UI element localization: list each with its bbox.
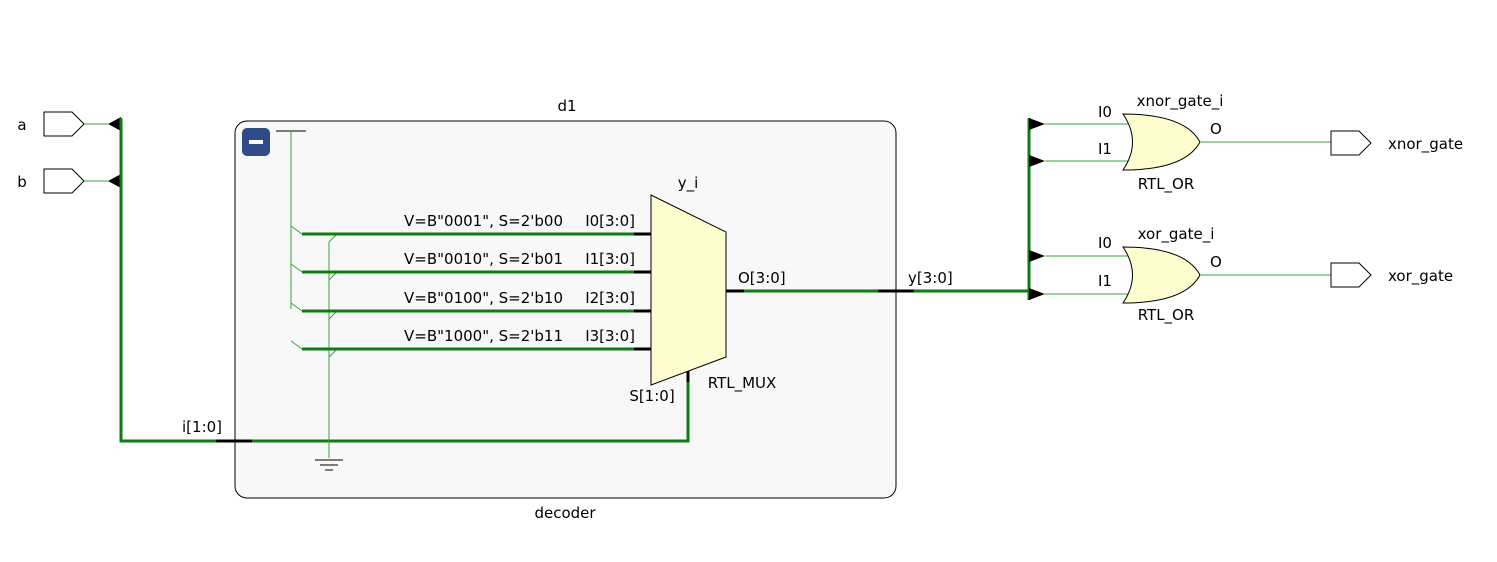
- const-label-3: V=B"1000", S=2'b11: [404, 327, 563, 345]
- ripper-xnor-i0: [1029, 118, 1045, 130]
- mux-pin-label-i1: I1[3:0]: [585, 250, 635, 268]
- ground-branches: [328, 233, 338, 358]
- mux-type-label: RTL_MUX: [708, 374, 777, 393]
- xor-pin-o: O: [1210, 253, 1222, 271]
- ripper-xor-i1: [1029, 288, 1045, 300]
- mux-pin-label-i3: I3[3:0]: [585, 327, 635, 345]
- bus-i[interactable]: [119, 118, 690, 443]
- input-port-b[interactable]: b: [17, 168, 85, 194]
- xnor-type-label: RTL_OR: [1138, 175, 1195, 194]
- hier-module-label: decoder: [534, 504, 596, 522]
- or-gate-xor_gate_i[interactable]: [1122, 246, 1201, 304]
- mux-instance-label: y_i: [678, 174, 699, 193]
- input-port-a-label: a: [17, 116, 26, 134]
- const-label-0: V=B"0001", S=2'b00: [404, 212, 563, 230]
- output-port-xnor_gate-label: xnor_gate: [1388, 135, 1463, 154]
- xor-pin-i0: I0: [1098, 234, 1112, 252]
- bus-i-label: i[1:0]: [182, 418, 222, 436]
- ground-icon: [315, 459, 343, 471]
- ripper-a: [108, 117, 121, 131]
- output-port-xor_gate-label: xor_gate: [1388, 267, 1453, 286]
- const-source-branches: [290, 225, 303, 350]
- mux-pin-label-i0: I0[3:0]: [585, 212, 635, 230]
- or-gate-xnor_gate_i[interactable]: [1122, 113, 1201, 171]
- xor-instance-label: xor_gate_i: [1138, 225, 1215, 244]
- const-label-2: V=B"0100", S=2'b10: [404, 289, 563, 307]
- ripper-xnor-i1: [1029, 155, 1045, 167]
- bus-y-label: y[3:0]: [908, 269, 953, 287]
- mux-pin-label-i2: I2[3:0]: [585, 289, 635, 307]
- collapse-button[interactable]: [242, 128, 270, 156]
- output-port-xnor_gate[interactable]: xnor_gate: [1330, 130, 1463, 156]
- ripper-b: [108, 174, 121, 188]
- mux-pin-label-sel: S[1:0]: [629, 387, 674, 405]
- xor-pin-i1: I1: [1098, 272, 1112, 290]
- mux-cell-y_i[interactable]: [650, 194, 727, 386]
- mux-pin-label-out: O[3:0]: [738, 269, 786, 287]
- output-port-xor_gate[interactable]: xor_gate: [1330, 262, 1453, 288]
- hier-instance-label: d1: [557, 97, 576, 115]
- minus-icon: [249, 140, 263, 144]
- ripper-xor-i0: [1029, 250, 1045, 262]
- xnor-pin-i1: I1: [1098, 140, 1112, 158]
- input-port-b-label: b: [17, 173, 27, 191]
- xnor-instance-label: xnor_gate_i: [1137, 92, 1224, 111]
- xor-type-label: RTL_OR: [1138, 306, 1195, 325]
- const-label-1: V=B"0010", S=2'b01: [404, 250, 563, 268]
- input-port-a[interactable]: a: [17, 111, 85, 137]
- xnor-pin-i0: I0: [1098, 103, 1112, 121]
- xnor-pin-o: O: [1210, 120, 1222, 138]
